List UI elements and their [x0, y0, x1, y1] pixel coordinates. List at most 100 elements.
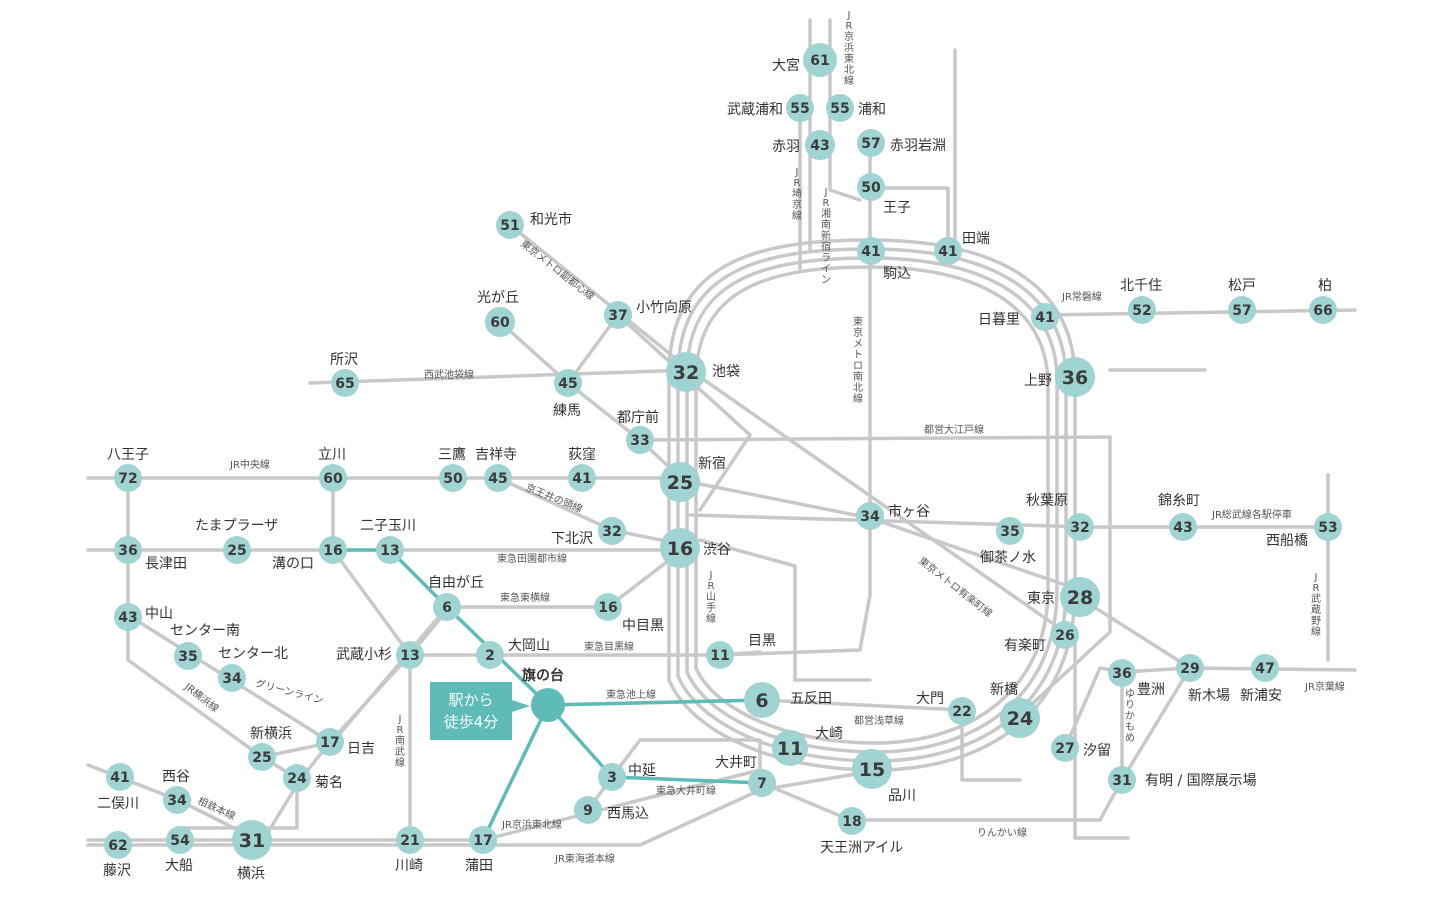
station-name: 新横浜 [250, 726, 292, 742]
station-name: 大船 [165, 858, 193, 874]
station-shinkiba[interactable]: 29 新木場 [1176, 654, 1230, 704]
shonanshinjuku-track [828, 18, 862, 202]
station-name: 日暮里 [978, 312, 1020, 328]
rinkai-track [760, 670, 1124, 822]
station-name: 天王洲アイル [820, 840, 903, 856]
station-kashiwa[interactable]: 66柏 [1309, 278, 1337, 324]
station-marker [232, 820, 272, 860]
station-minutes: 29 [1180, 661, 1199, 677]
station-marker [1228, 296, 1256, 324]
station-name: 大崎 [815, 726, 843, 742]
station-marker [396, 826, 424, 854]
station-marker [316, 728, 344, 756]
station-marker [1060, 577, 1100, 617]
hub-station[interactable]: 駅から 徒歩4分 旗の台 [430, 667, 565, 740]
station-marker [1066, 513, 1094, 541]
line-label-keihintohoku_south: JR京浜東北線 [501, 818, 562, 831]
station-minutes: 72 [118, 471, 137, 487]
station-marker [660, 462, 700, 502]
station-minutes: 45 [558, 376, 577, 392]
station-minutes: 61 [810, 53, 829, 69]
station-marker [248, 743, 276, 771]
station-marker [748, 769, 776, 797]
station-name: 有明 / 国際展示場 [1145, 773, 1257, 789]
station-name: 新木場 [1188, 688, 1230, 704]
station-marker [598, 517, 626, 545]
oedo-upper [638, 435, 1112, 522]
station-marker [1169, 513, 1197, 541]
station-minutes: 53 [1318, 520, 1337, 536]
